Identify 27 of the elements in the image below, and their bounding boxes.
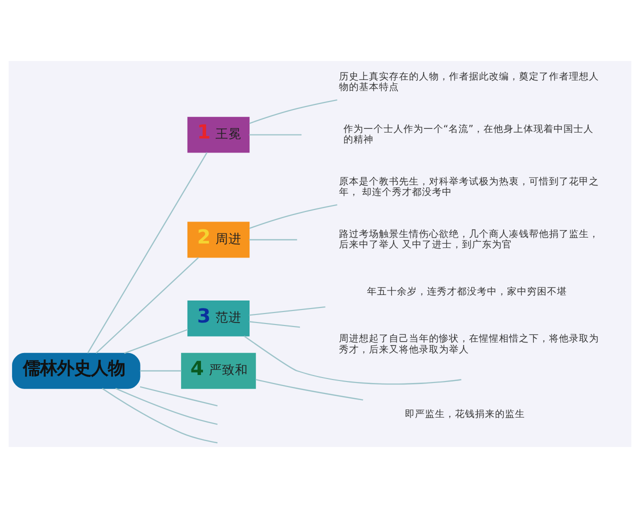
node-text: 路过考场触景生情伤心欲绝，几个商人凑钱帮他捐了监生，后来中了举人 又中了进士，到广东为官 [338,228,599,250]
connector [249,306,326,316]
connector [249,134,302,135]
connector [124,328,188,354]
node-text: 周进想起了自己当年的惨状，在惺惺相惜之下，将他录取为秀才，后来又将他录取为举人 [338,333,599,355]
connector [249,320,300,328]
connector [249,98,338,124]
node-box: 1 王冕 [187,116,250,152]
connector [256,378,364,400]
node-box: 4 严致和 [181,352,256,388]
connector [102,388,218,443]
node-box: 3 范进 [187,300,250,336]
node-text: 原本是个教书先生，对科举考试极为热衷，可惜到了花甲之年， 却连个秀才都没考中 [338,176,599,198]
connector [249,238,298,240]
node-text: 作为一个士人作为一个“名流”，在他身上体现着中国士人的精神 [343,123,594,146]
node-box: 儒林外史人物 [12,352,140,388]
connector [87,152,208,353]
connector [249,204,338,228]
node-text: 即严监生，花钱捐来的监生 [405,408,525,420]
connector [96,256,199,354]
connector [140,386,218,406]
node-text: 历史上真实存在的人物，作者据此改编，奠定了作者理想人物的基本特点 [338,70,599,93]
connector [140,370,182,371]
node-box: 2 周进 [187,221,250,258]
connector [244,335,462,384]
connector [115,387,218,424]
node-text: 年五十余岁，连秀才都没考中，家中穷困不堪 [367,286,568,298]
